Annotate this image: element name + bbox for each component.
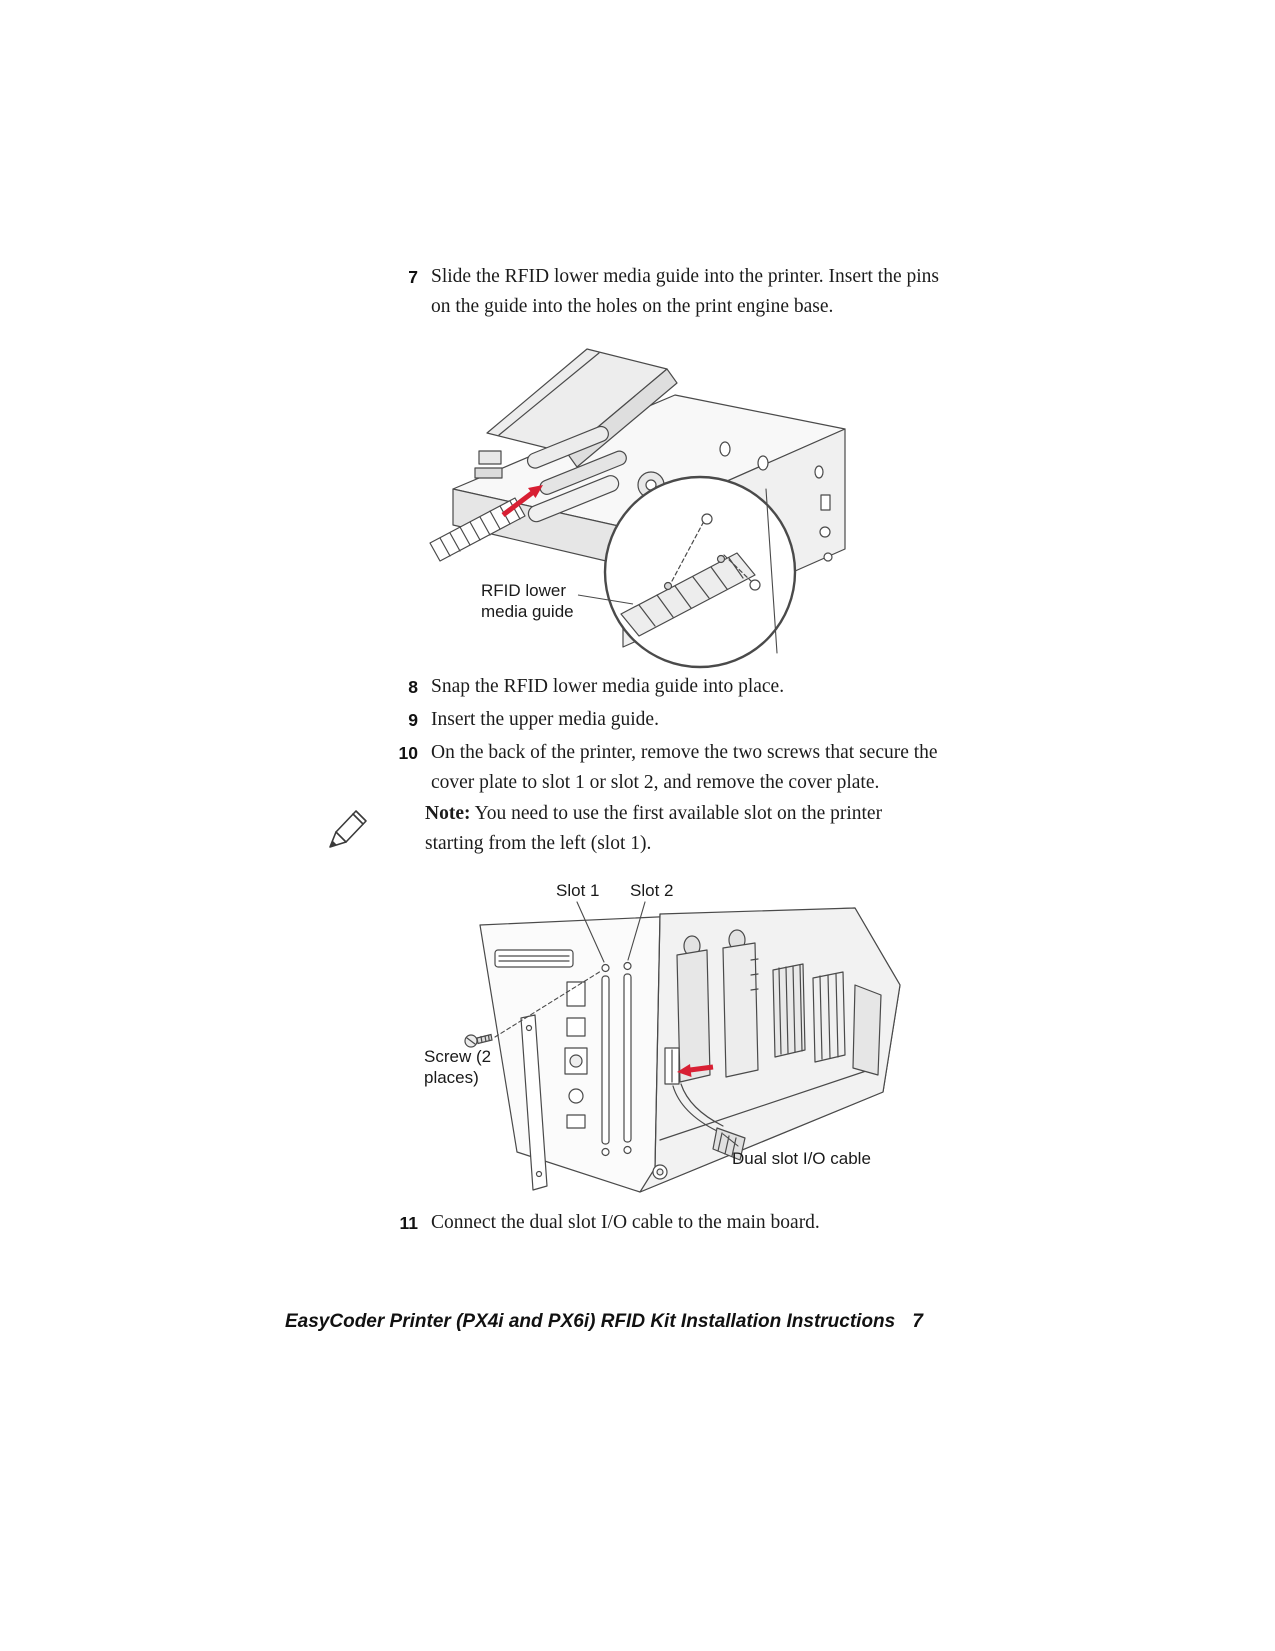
rfid-guide-caption: RFID lower media guide (481, 581, 574, 621)
pencil-icon (329, 810, 367, 848)
step-item-9: 9 Insert the upper media guide. (388, 705, 940, 735)
step-number: 11 (399, 1213, 419, 1233)
step-text: On the back of the printer, remove the t… (431, 742, 938, 793)
step-text: Snap the RFID lower media guide into pla… (431, 676, 785, 697)
figure-printer-top (425, 337, 875, 682)
step-item-11: 11 Connect the dual slot I/O cable to th… (388, 1208, 940, 1238)
magnifier-circle (603, 475, 797, 669)
printer-back-illustration (464, 901, 901, 1193)
note-label: Note: (425, 803, 471, 824)
screw-label: Screw (2 places) (424, 1047, 492, 1087)
red-arrow-icon (501, 485, 543, 517)
figure-printer-back (455, 900, 915, 1220)
step-number: 7 (408, 267, 418, 287)
step-item-8: 8 Snap the RFID lower media guide into p… (388, 672, 940, 702)
note-text: Note: You need to use the first availabl… (425, 799, 933, 859)
caption-leader-line (577, 594, 634, 605)
footer-page-number: 7 (912, 1311, 923, 1332)
footer-title: EasyCoder Printer (PX4i and PX6i) RFID K… (285, 1311, 896, 1332)
page-footer: EasyCoder Printer (PX4i and PX6i) RFID K… (285, 1311, 923, 1333)
slot1-label: Slot 1 (556, 881, 600, 900)
screw-icon (464, 1033, 493, 1048)
step-text: Connect the dual slot I/O cable to the m… (431, 1212, 820, 1233)
printer-top-illustration (429, 348, 846, 669)
note-body: You need to use the first available slot… (425, 803, 883, 854)
note-icon-wrap (320, 798, 374, 859)
red-arrow-icon (677, 1064, 714, 1077)
step-number: 10 (398, 743, 418, 763)
step-item-10: 10 On the back of the printer, remove th… (388, 738, 940, 798)
io-cable-label: Dual slot I/O cable (732, 1149, 871, 1168)
step-number: 8 (408, 677, 418, 697)
step-item-7: 7 Slide the RFID lower media guide into … (388, 262, 940, 322)
step-text: Slide the RFID lower media guide into th… (431, 266, 939, 317)
step-text: Insert the upper media guide. (431, 709, 659, 730)
slot2-label: Slot 2 (630, 881, 674, 900)
step-number: 9 (408, 710, 418, 730)
